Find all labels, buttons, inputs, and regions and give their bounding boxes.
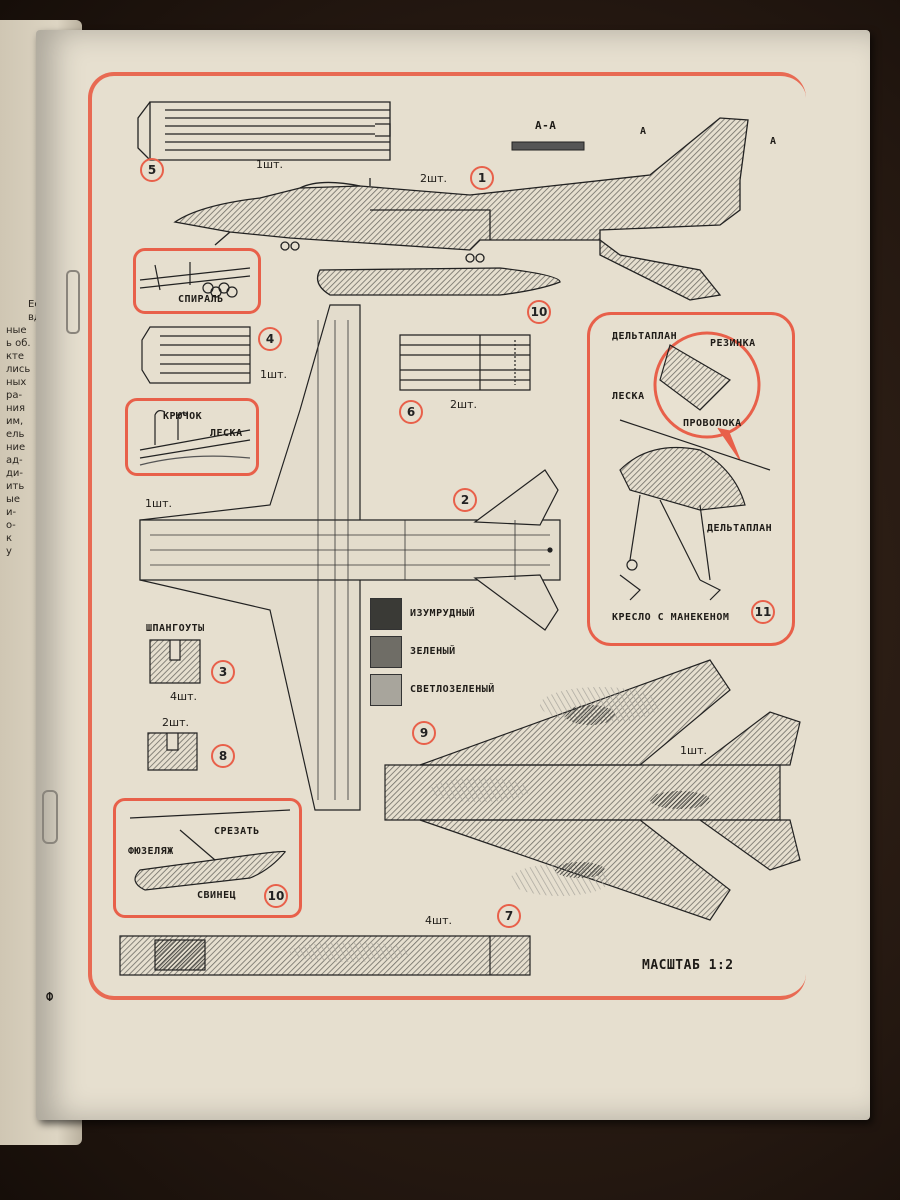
binding-ring-top <box>66 270 80 334</box>
legend-label-lightgreen: СВЕТЛОЗЕЛЕНЫЙ <box>410 684 495 695</box>
part-number-11: 11 <box>751 600 775 624</box>
left-page-text-fragment: ние <box>6 442 26 453</box>
hangglider-top-label: ДЕЛЬТАПЛАН <box>612 331 678 342</box>
tank-inset-drawing <box>129 809 291 891</box>
part-8-count: 2шт. <box>162 716 189 729</box>
left-page-text-fragment: ных <box>6 377 27 388</box>
tank-fuselage-label: ФЮЗЕЛЯЖ <box>128 846 174 857</box>
part-number-9: 9 <box>412 721 436 745</box>
part-3-frame <box>149 639 201 684</box>
part-number-1: 1 <box>470 166 494 190</box>
part-number-3: 3 <box>211 660 235 684</box>
hook-inset-drawing <box>139 409 251 466</box>
tank-cut-label: СРЕЗАТЬ <box>214 826 260 837</box>
section-mark-left: А <box>640 126 647 137</box>
left-page-text-fragment: к <box>6 533 13 544</box>
scale-label: МАСШТАБ 1:2 <box>642 958 734 973</box>
hangglider-inset <box>587 312 795 646</box>
hangglider-wire-label: ПРОВОЛОКА <box>683 418 742 429</box>
left-page-text-fragment: ые <box>6 494 21 505</box>
spiral-inset <box>133 248 261 314</box>
section-a-a-label: А-А <box>535 119 557 132</box>
section-a-a-drawing <box>511 141 585 151</box>
left-page-text-fragment: лись <box>6 364 31 375</box>
part-4-count: 1шт. <box>260 368 287 381</box>
hangglider-bottom-label: ДЕЛЬТАПЛАН <box>707 523 773 534</box>
part-6-count: 2шт. <box>450 398 477 411</box>
part-number-10: 10 <box>527 300 551 324</box>
binding-ring-bottom <box>42 790 58 844</box>
legend-swatch-emerald <box>370 598 402 630</box>
spiral-label: СПИРАЛЬ <box>178 294 224 305</box>
part-number-4: 4 <box>258 327 282 351</box>
part-8-frame <box>147 732 198 771</box>
tank-lead-label: СВИНЕЦ <box>197 890 237 901</box>
tank-inset <box>113 798 302 918</box>
legend-swatch-lightgreen <box>370 674 402 706</box>
spiral-inset-drawing <box>139 262 251 298</box>
left-page-text-fragment: ния <box>6 403 26 414</box>
part-6-drawing <box>399 334 531 391</box>
hangglider-line-label: ЛЕСКА <box>612 391 645 402</box>
part-4-drawing <box>141 326 251 384</box>
part-10-fuel-tank <box>316 267 561 296</box>
part-7-count: 4шт. <box>425 914 452 927</box>
hook-line-label: ЛЕСКА <box>210 428 243 439</box>
part-2-top-view <box>139 304 561 811</box>
legend-label-green: ЗЕЛЕНЫЙ <box>410 646 456 657</box>
hangglider-rubber-label: РЕЗИНКА <box>710 338 756 349</box>
part-1-count: 2шт. <box>420 172 447 185</box>
part-9-count: 1шт. <box>680 744 707 757</box>
part-3-title: ШПАНГОУТЫ <box>146 623 205 634</box>
left-page-text-fragment: ди- <box>6 468 24 479</box>
part-5-count: 1шт. <box>256 158 283 171</box>
left-page-text-fragment: ить <box>6 481 25 492</box>
part-3-count: 4шт. <box>170 690 197 703</box>
part-number-2: 2 <box>453 488 477 512</box>
hangglider-inset-drawing <box>619 331 771 601</box>
left-page-text-fragment: ель <box>6 429 25 440</box>
hook-inset <box>125 398 259 476</box>
part-number-6: 6 <box>399 400 423 424</box>
part-number-8: 8 <box>211 744 235 768</box>
part-1-side-view <box>173 117 749 301</box>
part-2-count: 1шт. <box>145 497 172 510</box>
left-page-text-fragment: о- <box>6 520 16 531</box>
part-7-strip <box>119 935 531 976</box>
legend-swatch-green <box>370 636 402 668</box>
left-page-text-fragment: ра- <box>6 390 23 401</box>
left-page-text-fragment: ад- <box>6 455 23 466</box>
left-page-text-fragment: у <box>6 546 12 557</box>
hangglider-seat-label: КРЕСЛО С МАНЕКЕНОМ <box>612 612 730 623</box>
part-9-top-view <box>384 659 801 921</box>
part-number-10-inset: 10 <box>264 884 288 908</box>
left-page-text-fragment: и- <box>6 507 17 518</box>
left-page-text-fragment: ь об. <box>6 338 31 349</box>
part-5-drawing <box>137 101 391 161</box>
left-page-text-fragment: ные <box>6 325 27 336</box>
legend-label-emerald: ИЗУМРУДНЫЙ <box>410 608 476 619</box>
left-page-text-fragment: им, <box>6 416 24 427</box>
red-page-frame <box>88 72 806 1000</box>
hook-label: КРЮЧОК <box>163 411 203 422</box>
part-number-7: 7 <box>497 904 521 928</box>
section-mark-right: А <box>770 136 777 147</box>
page-mark: Ф <box>46 990 54 1004</box>
part-number-5: 5 <box>140 158 164 182</box>
left-page-text-fragment: кте <box>6 351 25 362</box>
